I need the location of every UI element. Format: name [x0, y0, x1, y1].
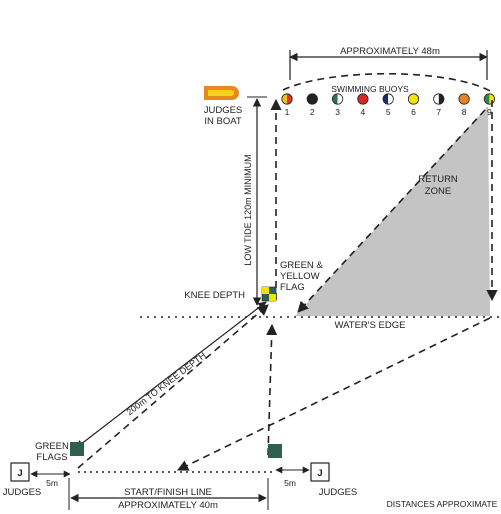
- buoy-number: 3: [335, 107, 340, 117]
- judges-left-label: JUDGES: [3, 487, 42, 498]
- knee-depth-distance-label: 200m TO KNEE DEPTH: [125, 350, 208, 417]
- course-line-start-diagonal: [77, 304, 269, 469]
- low-tide-label: LOW TIDE 120m MINIMUM: [243, 154, 253, 265]
- approx-40m-label: APPROXIMATELY 40m: [118, 500, 218, 511]
- five-m-right-label: 5m: [284, 478, 296, 488]
- waters-edge-label: WATER'S EDGE: [335, 320, 406, 331]
- distances-approximate-note: DISTANCES APPROXIMATE: [387, 499, 498, 509]
- svg-text:J: J: [317, 468, 322, 479]
- green-flag-left: [70, 442, 84, 456]
- judges-in-boat-label: IN BOAT: [204, 116, 241, 127]
- five-m-left-label: 5m: [46, 478, 58, 488]
- buoy-number: 4: [361, 107, 366, 117]
- buoy-7: 7: [433, 93, 445, 117]
- buoy-number: 6: [411, 107, 416, 117]
- judge-box-left: J: [10, 462, 30, 482]
- buoy-5: 5: [382, 93, 394, 117]
- buoy-number: 2: [310, 107, 315, 117]
- buoy-8: 8: [458, 93, 470, 117]
- buoy-3: 3: [331, 93, 344, 117]
- buoy-number: 1: [285, 107, 290, 117]
- buoy-number: 7: [436, 107, 441, 117]
- svg-text:J: J: [17, 468, 22, 479]
- return-zone-label: ZONE: [425, 186, 451, 197]
- buoy-number: 8: [462, 107, 467, 117]
- green-yellow-flag-label: GREEN &: [280, 260, 323, 271]
- buoy-number: 9: [487, 107, 492, 117]
- green-yellow-flag-label: FLAG: [280, 282, 305, 293]
- buoy-6: 6: [407, 93, 420, 117]
- buoy-number: 5: [386, 107, 391, 117]
- buoy-4: 4: [357, 93, 369, 117]
- knee-depth-distance-line: [75, 301, 267, 449]
- knee-depth-label: KNEE DEPTH: [184, 290, 245, 301]
- green-flags-label: GREEN: [35, 441, 69, 452]
- buoy-2: 2: [306, 93, 318, 117]
- judge-box-right: J: [310, 462, 330, 482]
- return-zone-label: RETURN: [418, 174, 458, 185]
- judges-in-boat-label: JUDGES: [204, 105, 243, 116]
- judges-boat-icon: [204, 86, 239, 100]
- green-flags-label: FLAGS: [36, 452, 67, 463]
- start-finish-label: START/FINISH LINE: [124, 487, 212, 498]
- green-yellow-flag-icon: [261, 286, 277, 302]
- buoy-9: 9: [483, 93, 495, 117]
- judges-right-label: JUDGES: [319, 487, 358, 498]
- course-line-diagonal-return: [297, 109, 486, 313]
- buoy-1: 1: [281, 93, 293, 117]
- green-flag-right: [268, 444, 282, 458]
- buoy-line-arc: [282, 72, 493, 93]
- buoy-row: 1 2 3 4 5 6 7 8 9: [281, 93, 495, 117]
- approx-48m-label: APPROXIMATELY 48m: [340, 46, 440, 57]
- swimming-buoys-label: SWIMMING BUOYS: [331, 84, 409, 94]
- course-line-beach-to-finish: [176, 317, 491, 471]
- green-yellow-flag-label: YELLOW: [280, 271, 320, 282]
- course-line-start-run: [266, 323, 278, 456]
